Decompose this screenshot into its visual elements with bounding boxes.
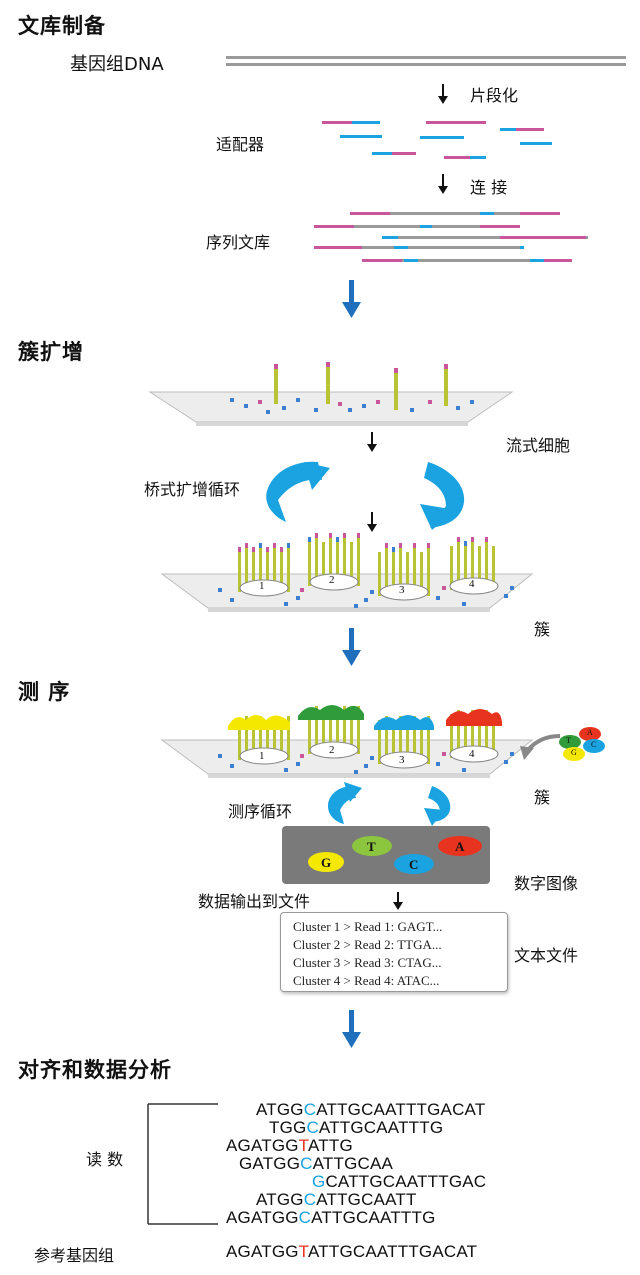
ligate-step-label: 连 接 xyxy=(470,178,508,197)
cluster-fibers xyxy=(238,706,495,764)
nucleotide-letter-a: A xyxy=(587,728,593,737)
cluster-caps xyxy=(228,705,502,730)
digital-image-box xyxy=(282,826,490,884)
library-prep-diagram xyxy=(226,56,626,318)
sequencing-cycle-label: 测序循环 xyxy=(228,802,293,821)
image-base-t: T xyxy=(367,839,376,854)
big-down-arrow-icon xyxy=(342,280,361,318)
big-down-arrow-icon xyxy=(342,1010,361,1048)
nucleotide-letter-t: T xyxy=(566,736,571,745)
data-output-label: 数据输出到文件 xyxy=(198,892,311,911)
nucleotide-letter-c: C xyxy=(591,740,597,749)
section-title-alignment: 对齐和数据分析 xyxy=(18,1058,172,1082)
text-file-label: 文本文件 xyxy=(514,946,579,965)
file-line: Cluster 1 > Read 1: GAGT... xyxy=(293,919,443,934)
cluster-number-3: 3 xyxy=(399,754,405,766)
nucleotide-bases xyxy=(559,727,605,761)
cluster-fibers xyxy=(238,533,495,596)
image-base-a: A xyxy=(455,839,465,854)
read-sequence: ATGGCATTGCAATT xyxy=(256,1190,417,1209)
library-strands xyxy=(314,212,588,262)
read-sequence: GATGGCATTGCAA xyxy=(239,1154,394,1173)
read-sequence: TGGCATTGCAATTTG xyxy=(269,1118,444,1137)
surface-dots xyxy=(230,398,474,414)
cluster-number-4: 4 xyxy=(469,578,475,590)
text-file-box: Cluster 1 > Read 1: GAGT... Cluster 2 > … xyxy=(280,912,508,992)
bridge-cycle-label: 桥式扩增循环 xyxy=(144,480,241,499)
read-sequence: ATGGCATTGCAATTTGACAT xyxy=(256,1100,486,1119)
read-sequence: GCATTGCAATTTGAC xyxy=(312,1172,487,1191)
nucleotide-letter-g: G xyxy=(571,748,577,757)
cluster-number-4: 4 xyxy=(469,748,475,760)
reference-sequence: AGATGGTATTGCAATTTGACAT xyxy=(226,1242,478,1261)
section-title-cluster-amp: 簇扩增 xyxy=(18,340,84,364)
cluster-number-ovals xyxy=(239,573,499,601)
big-down-arrow-icon xyxy=(342,628,361,666)
reads-bracket xyxy=(147,1103,218,1225)
small-down-arrow-icon xyxy=(367,432,377,452)
file-line: Cluster 4 > Read 4: ATAC... xyxy=(293,973,440,988)
sequencing-diagram xyxy=(160,705,605,884)
flow-cell-plate xyxy=(148,391,514,426)
small-down-arrow-icon xyxy=(367,512,377,532)
single-strands xyxy=(274,362,448,410)
adapter-fragments xyxy=(322,121,552,159)
surface-dots xyxy=(218,752,514,774)
cluster-number-2: 2 xyxy=(329,744,335,756)
sequencing-cluster-label: 簇 xyxy=(534,788,551,807)
cluster-amp-diagram xyxy=(148,362,534,666)
cluster-number-ovals xyxy=(239,741,499,769)
flow-cell-label: 流式细胞 xyxy=(506,436,571,455)
file-line: Cluster 2 > Read 2: TTGA... xyxy=(293,937,442,952)
cluster-number-3: 3 xyxy=(399,584,405,596)
file-line: Cluster 3 > Read 3: CTAG... xyxy=(293,955,442,970)
section-title-sequencing: 测 序 xyxy=(18,680,71,704)
genomic-dna-strand-top xyxy=(226,56,626,59)
bridge-cycle-arrows-icon xyxy=(266,461,465,530)
library-label: 序列文库 xyxy=(206,233,271,252)
genomic-dna-label: 基因组DNA xyxy=(70,54,164,75)
surface-dots xyxy=(218,586,514,608)
cluster-number-1: 1 xyxy=(259,750,265,762)
small-down-arrow-icon xyxy=(438,84,448,104)
cluster-number-1: 1 xyxy=(259,580,265,592)
sequencing-cycle-arrows-icon xyxy=(328,782,451,826)
adapters-label: 适配器 xyxy=(216,135,265,154)
image-base-g: G xyxy=(321,855,332,870)
reads-label: 读 数 xyxy=(86,1150,124,1169)
cluster-number-2: 2 xyxy=(329,574,335,586)
digital-image-label: 数字图像 xyxy=(514,874,579,893)
small-down-arrow-icon xyxy=(438,174,448,194)
fragment-step-label: 片段化 xyxy=(470,86,519,105)
reference-genome-label: 参考基因组 xyxy=(34,1246,115,1265)
section-title-library-prep: 文库制备 xyxy=(18,14,106,38)
image-base-c: C xyxy=(409,857,419,872)
read-sequence: AGATGGTATTG xyxy=(226,1136,353,1155)
cluster-label: 簇 xyxy=(534,620,551,639)
genomic-dna-strand-bottom xyxy=(226,63,626,66)
read-sequence: AGATGGCATTGCAATTTG xyxy=(226,1208,436,1227)
small-down-arrow-icon xyxy=(393,892,403,910)
curved-gray-arrow-icon xyxy=(520,734,561,760)
